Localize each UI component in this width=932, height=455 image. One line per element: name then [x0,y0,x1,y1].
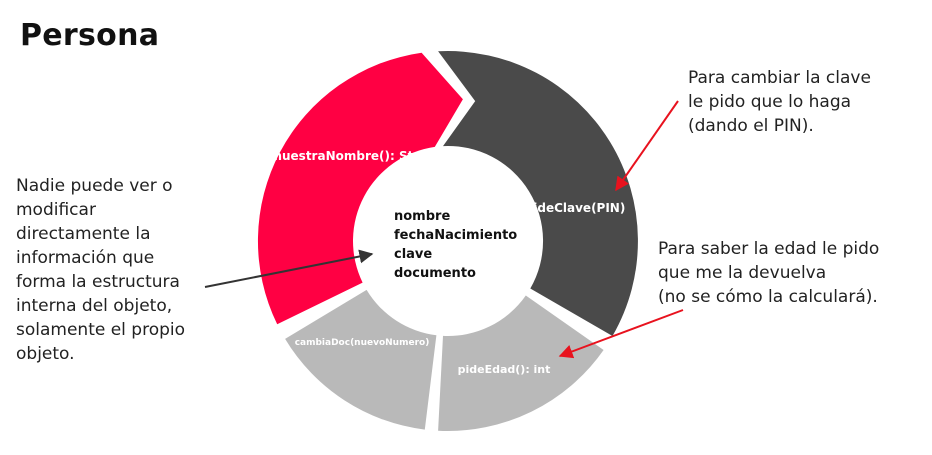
segment-label-pide-clave: pideClave(PIN) [525,201,626,215]
note-line: directamente la [16,224,151,244]
note-line: Para cambiar la clave [688,68,871,88]
note-saber-edad: Para saber la edad le pido que me la dev… [658,237,879,309]
method-segment-pide-edad [438,295,604,431]
method-segment-pide-clave [438,51,638,337]
arrow-to-pide-edad [558,309,684,359]
attribute-fecha-nacimiento: fechaNacimiento [394,228,517,243]
object-core [366,159,530,323]
note-line: información que [16,248,155,268]
note-line: Para saber la edad le pido [658,239,880,259]
note-line: Nadie puede ver o [16,176,173,196]
segment-label-muestra-nombre: muestraNombre(): String [269,149,440,163]
note-cambiar-clave: Para cambiar la clave le pido que lo hag… [688,66,871,138]
note-line: solamente el propio [16,320,186,340]
segment-label-cambia-doc: cambiaDoc(nuevoNumero) [295,338,430,348]
note-line: modificar [16,200,96,220]
arrow-to-core [204,249,374,288]
note-encapsulation: Nadie puede ver o modificar directamente… [16,174,185,366]
method-segment-cambia-doc [285,289,437,430]
page-title: Persona [20,18,160,53]
attribute-clave: clave [394,247,432,262]
attribute-nombre: nombre [394,209,450,224]
attribute-documento: documento [394,266,476,281]
note-line: objeto. [16,344,75,364]
note-line: forma la estructura [16,272,180,292]
note-line: interna del objeto, [16,296,173,316]
method-segment-muestra-nombre [257,52,463,325]
note-line: (no se cómo la calculará). [658,287,878,307]
note-line: le pido que lo haga [688,92,852,112]
segment-label-pide-edad: pideEdad(): int [458,363,551,376]
note-line: (dando el PIN). [688,116,814,136]
arrow-to-pide-clave [615,100,679,192]
note-line: que me la devuelva [658,263,827,283]
